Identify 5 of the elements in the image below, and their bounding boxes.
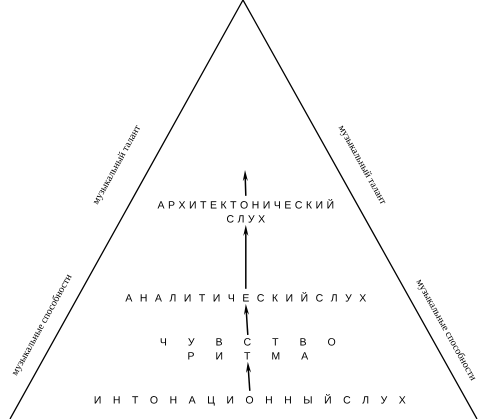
level-label: А Н А Л И Т И Ч Е С К И Й С Л У Х <box>125 292 366 302</box>
level-label: И Н Т О Н А Ц И О Н Н Ы Й С Л У Х <box>94 394 406 406</box>
level-label: Ч У В С Т В О Р И Т М А <box>160 338 336 360</box>
level-label: А Р Х И Т Е К Т О Н И Ч Е С К И Й С Л У Х <box>158 199 334 223</box>
pyramid-outline <box>9 0 478 419</box>
